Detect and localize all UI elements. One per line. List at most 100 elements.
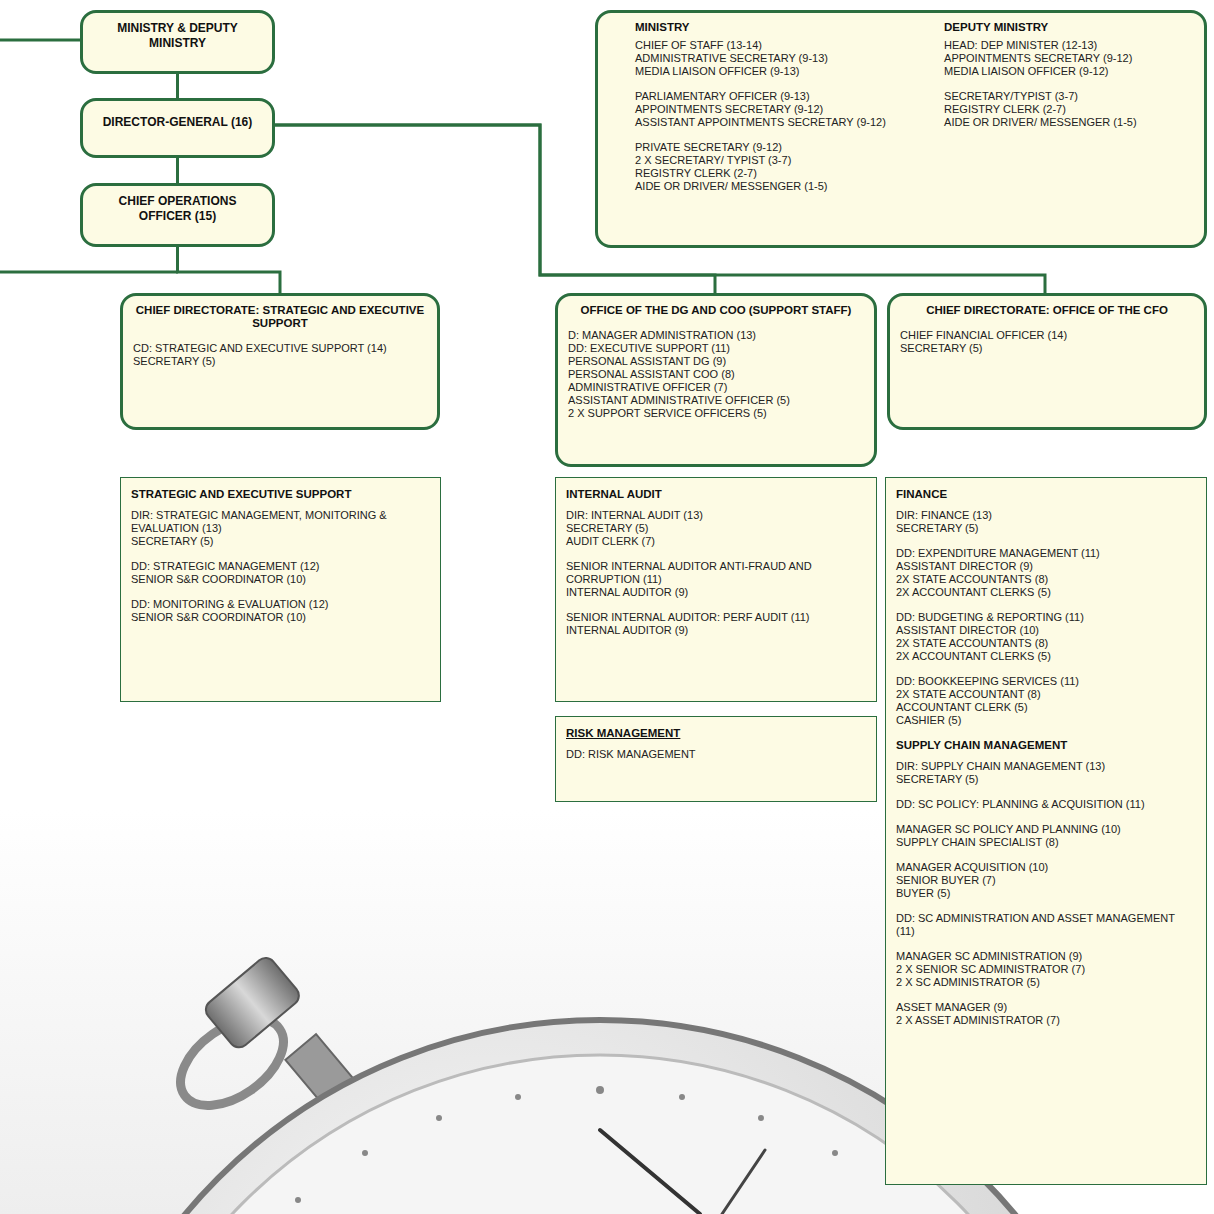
- position-title: BUYER (5): [896, 887, 1196, 900]
- position-title: APPOINTMENTS SECRETARY (9-12): [944, 52, 1194, 65]
- position-title: DIR: INTERNAL AUDIT (13): [566, 509, 866, 522]
- staff-list-box: MINISTRY CHIEF OF STAFF (13-14)ADMINISTRA…: [595, 10, 1207, 248]
- position-title: DD: BOOKKEEPING SERVICES (11): [896, 675, 1196, 688]
- position-title: ASSET MANAGER (9): [896, 1001, 1196, 1014]
- position-title: SENIOR INTERNAL AUDITOR: PERF AUDIT (11): [566, 611, 866, 624]
- position-title: 2X ACCOUNTANT CLERKS (5): [896, 586, 1196, 599]
- position-title: CHIEF FINANCIAL OFFICER (14): [900, 329, 1194, 342]
- watch-crown: [202, 954, 303, 1052]
- position-title: 2X STATE ACCOUNTANTS (8): [896, 637, 1196, 650]
- position-title: 2 X ASSET ADMINISTRATOR (7): [896, 1014, 1196, 1027]
- directorate-box: CHIEF DIRECTORATE: STRATEGIC AND EXECUTI…: [120, 293, 440, 430]
- position-title: 2 X SC ADMINISTRATOR (5): [896, 976, 1196, 989]
- position-title: MANAGER SC ADMINISTRATION (9): [896, 950, 1196, 963]
- position-title: MANAGER ACQUISITION (10): [896, 861, 1196, 874]
- position-title: CHIEF OF STAFF (13-14): [635, 39, 929, 52]
- position-title: ACCOUNTANT CLERK (5): [896, 701, 1196, 714]
- position-title: 2 X SECRETARY/ TYPIST (3-7): [635, 154, 929, 167]
- connector-line: [176, 74, 179, 98]
- offpage-line: [0, 39, 80, 42]
- box-heading: MINISTRY & DEPUTY MINISTRY: [93, 21, 262, 51]
- column: MINISTRY CHIEF OF STAFF (13-14)ADMINISTRA…: [635, 21, 929, 193]
- position-title: SECRETARY (5): [566, 522, 866, 535]
- position-title: DD: SC POLICY: PLANNING & ACQUISITION (1…: [896, 798, 1196, 811]
- position-title: PRIVATE SECRETARY (9-12): [635, 141, 929, 154]
- column: DEPUTY MINISTRY HEAD: DEP MINISTER (12-13…: [944, 21, 1194, 129]
- position-title: DD: EXPENDITURE MANAGEMENT (11): [896, 547, 1196, 560]
- position-title: ASSISTANT DIRECTOR (9): [896, 560, 1196, 573]
- watch-hand: [722, 1150, 765, 1214]
- offpage-line: [0, 271, 178, 274]
- position-title: DD: RISK MANAGEMENT: [566, 748, 866, 761]
- position-title: PARLIAMENTARY OFFICER (9-13): [635, 90, 929, 103]
- position-title: CASHIER (5): [896, 714, 1196, 727]
- box-heading: RISK MANAGEMENT: [566, 727, 866, 740]
- position-title: DD: MONITORING & EVALUATION (12): [131, 598, 430, 611]
- dial-ticks: [295, 1086, 838, 1203]
- box-heading: MINISTRY: [635, 21, 929, 34]
- position-title: SECRETARY/TYPIST (3-7): [944, 90, 1194, 103]
- box-heading: SUPPLY CHAIN MANAGEMENT: [896, 739, 1196, 752]
- position-title: SECRETARY (5): [900, 342, 1194, 355]
- position-title: DD: BUDGETING & REPORTING (11): [896, 611, 1196, 624]
- position-title: REGISTRY CLERK (2-7): [944, 103, 1194, 116]
- org-box: MINISTRY & DEPUTY MINISTRY: [80, 10, 275, 74]
- org-box: DIRECTOR-GENERAL (16): [80, 98, 275, 158]
- position-title: DD: EXECUTIVE SUPPORT (11): [568, 342, 864, 355]
- position-title: 2X STATE ACCOUNTANT (8): [896, 688, 1196, 701]
- box-heading: DIRECTOR-GENERAL (16): [103, 115, 253, 130]
- position-title: 2X ACCOUNTANT CLERKS (5): [896, 650, 1196, 663]
- position-title: DD: SC ADMINISTRATION AND ASSET MANAGEME…: [896, 912, 1196, 938]
- connector-line: [176, 158, 179, 183]
- watch-hand: [600, 1130, 700, 1214]
- position-title: SECRETARY (5): [896, 522, 1196, 535]
- position-title: AIDE OR DRIVER/ MESSENGER (1-5): [944, 116, 1194, 129]
- position-title: DD: STRATEGIC MANAGEMENT (12): [131, 560, 430, 573]
- position-title: SECRETARY (5): [133, 355, 427, 368]
- position-title: INTERNAL AUDITOR (9): [566, 586, 866, 599]
- position-title: SENIOR INTERNAL AUDITOR ANTI-FRAUD AND C…: [566, 560, 866, 586]
- position-title: ASSISTANT DIRECTOR (10): [896, 624, 1196, 637]
- org-box: CHIEF OPERATIONS OFFICER (15): [80, 183, 275, 247]
- position-title: ASSISTANT ADMINISTRATIVE OFFICER (5): [568, 394, 864, 407]
- position-title: MEDIA LIAISON OFFICER (9-12): [944, 65, 1194, 78]
- position-title: APPOINTMENTS SECRETARY (9-12): [635, 103, 929, 116]
- unit-box: RISK MANAGEMENT DD: RISK MANAGEMENT: [555, 716, 877, 802]
- box-heading: CHIEF OPERATIONS OFFICER (15): [93, 194, 262, 224]
- position-title: SECRETARY (5): [131, 535, 430, 548]
- box-heading: FINANCE: [896, 488, 1196, 501]
- position-title: 2 X SUPPORT SERVICE OFFICERS (5): [568, 407, 864, 420]
- position-title: CD: STRATEGIC AND EXECUTIVE SUPPORT (14): [133, 342, 427, 355]
- position-title: SECRETARY (5): [896, 773, 1196, 786]
- position-title: HEAD: DEP MINISTER (12-13): [944, 39, 1194, 52]
- position-title: INTERNAL AUDITOR (9): [566, 624, 866, 637]
- unit-box: FINANCEDIR: FINANCE (13)SECRETARY (5)DD:…: [885, 477, 1207, 1185]
- position-title: REGISTRY CLERK (2-7): [635, 167, 929, 180]
- position-title: MEDIA LIAISON OFFICER (9-13): [635, 65, 929, 78]
- directorate-box: OFFICE OF THE DG AND COO (SUPPORT STAFF)…: [555, 293, 877, 467]
- position-title: SENIOR BUYER (7): [896, 874, 1196, 887]
- column-row: MINISTRY CHIEF OF STAFF (13-14)ADMINISTRA…: [608, 21, 1194, 193]
- position-title: 2X STATE ACCOUNTANTS (8): [896, 573, 1196, 586]
- box-heading: CHIEF DIRECTORATE: STRATEGIC AND EXECUTI…: [133, 304, 427, 330]
- position-title: PERSONAL ASSISTANT COO (8): [568, 368, 864, 381]
- position-title: AIDE OR DRIVER/ MESSENGER (1-5): [635, 180, 929, 193]
- position-title: AUDIT CLERK (7): [566, 535, 866, 548]
- position-title: SUPPLY CHAIN SPECIALIST (8): [896, 836, 1196, 849]
- unit-box: STRATEGIC AND EXECUTIVE SUPPORT DIR: STRA…: [120, 477, 441, 702]
- position-title: ADMINISTRATIVE OFFICER (7): [568, 381, 864, 394]
- position-title: 2 X SENIOR SC ADMINISTRATOR (7): [896, 963, 1196, 976]
- position-title: MANAGER SC POLICY AND PLANNING (10): [896, 823, 1196, 836]
- position-title: ASSISTANT APPOINTMENTS SECRETARY (9-12): [635, 116, 929, 129]
- position-title: DIR: SUPPLY CHAIN MANAGEMENT (13): [896, 760, 1196, 773]
- box-heading: DEPUTY MINISTRY: [944, 21, 1194, 34]
- position-title: SENIOR S&R COORDINATOR (10): [131, 611, 430, 624]
- position-title: DIR: STRATEGIC MANAGEMENT, MONITORING & …: [131, 509, 430, 535]
- position-title: DIR: FINANCE (13): [896, 509, 1196, 522]
- box-heading: INTERNAL AUDIT: [566, 488, 866, 501]
- unit-box: INTERNAL AUDITDIR: INTERNAL AUDIT (13)SE…: [555, 477, 877, 702]
- position-title: ADMINISTRATIVE SECRETARY (9-13): [635, 52, 929, 65]
- box-heading: OFFICE OF THE DG AND COO (SUPPORT STAFF): [568, 304, 864, 317]
- box-heading: STRATEGIC AND EXECUTIVE SUPPORT: [131, 488, 430, 501]
